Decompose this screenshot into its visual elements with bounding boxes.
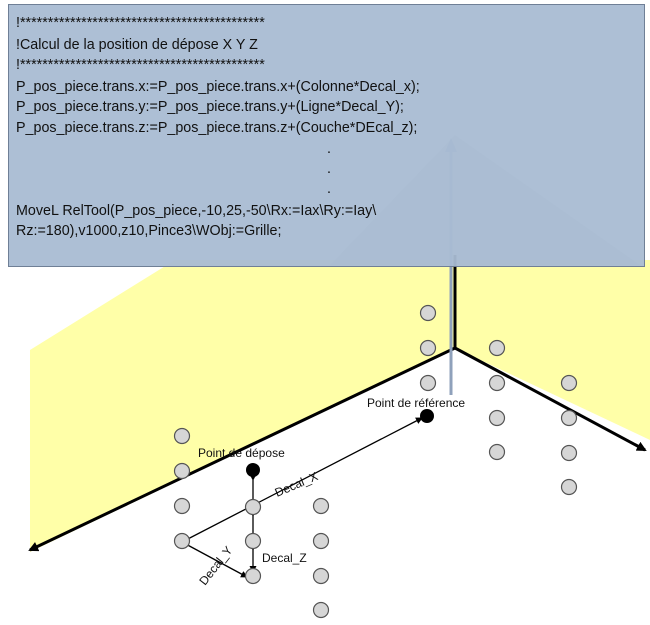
grid-point xyxy=(560,374,578,392)
drop-point-marker xyxy=(246,463,260,477)
decal-x-label: Decal_X xyxy=(273,469,320,500)
code-ellipsis-dot: . xyxy=(327,141,331,157)
grid-points xyxy=(173,304,578,619)
grid-point xyxy=(244,567,262,585)
grid-point xyxy=(560,444,578,462)
grid-point xyxy=(244,498,262,516)
decal-y-dimension-arrow xyxy=(175,536,248,578)
decal-y-label: Decal_Y xyxy=(196,543,235,587)
code-ellipsis-dot: . xyxy=(327,181,331,197)
grid-point xyxy=(488,374,506,392)
code-comment-border-top: !***************************************… xyxy=(16,15,265,31)
code-ellipsis-dot: . xyxy=(327,161,331,177)
grid-point xyxy=(488,409,506,427)
reference-point-label: Point de référence xyxy=(367,396,465,410)
left-plane xyxy=(30,260,455,550)
right-axis-arrow xyxy=(454,346,647,452)
code-comment-title: !Calcul de la position de dépose X Y Z xyxy=(16,37,258,53)
grid-point xyxy=(244,532,262,550)
code-line-trans-y: P_pos_piece.trans.y:=P_pos_piece.trans.y… xyxy=(16,99,404,115)
code-line-trans-z: P_pos_piece.trans.z:=P_pos_piece.trans.z… xyxy=(16,120,418,136)
decal-x-dimension-arrow xyxy=(175,417,423,548)
code-line-trans-x: P_pos_piece.trans.x:=P_pos_piece.trans.x… xyxy=(16,79,420,95)
grid-point xyxy=(419,339,437,357)
code-comment-border-bottom: !***************************************… xyxy=(16,57,265,73)
grid-point xyxy=(488,339,506,357)
grid-point xyxy=(312,532,330,550)
grid-point xyxy=(312,601,330,619)
code-line-movel: MoveL RelTool(P_pos_piece,-10,25,-50\Rx:… xyxy=(16,203,377,219)
grid-point xyxy=(173,427,191,445)
reference-point-marker xyxy=(420,409,434,423)
grid-point xyxy=(312,567,330,585)
code-panel: !***************************************… xyxy=(8,4,645,267)
drop-point-label: Point de dépose xyxy=(198,446,285,460)
grid-point xyxy=(488,443,506,461)
grid-point xyxy=(560,478,578,496)
grid-point xyxy=(419,374,437,392)
grid-point xyxy=(560,409,578,427)
grid-point xyxy=(312,497,330,515)
right-plane xyxy=(455,260,650,440)
grid-point xyxy=(173,462,191,480)
code-line-movel-continued: Rz:=180),v1000,z10,Pince3\WObj:=Grille; xyxy=(16,223,282,239)
grid-point xyxy=(173,497,191,515)
grid-point xyxy=(173,532,191,550)
grid-point xyxy=(419,304,437,322)
decal-z-label: Decal_Z xyxy=(262,551,307,565)
